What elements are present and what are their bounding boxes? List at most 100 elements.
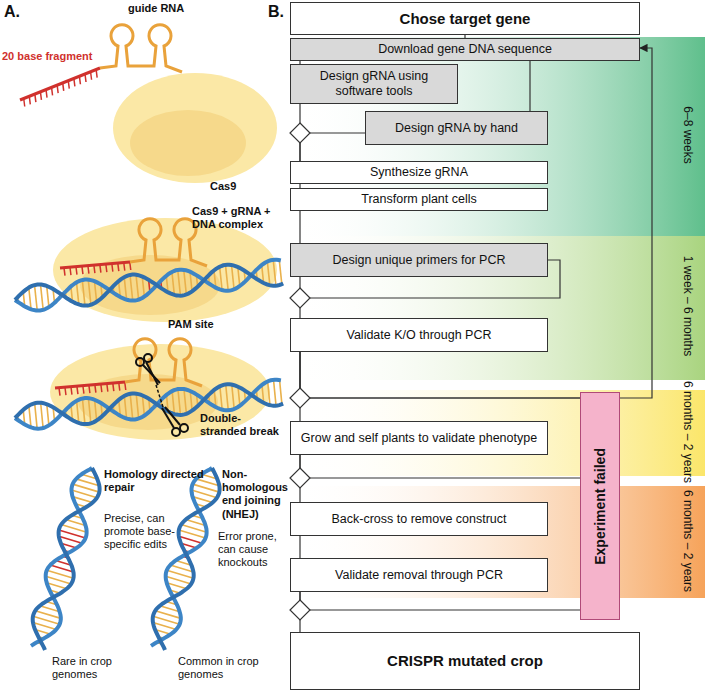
scissors xyxy=(136,354,188,436)
base-pair xyxy=(232,265,235,289)
rna-base xyxy=(91,72,92,80)
base-pair xyxy=(225,265,228,291)
base-pair xyxy=(184,389,186,414)
rna-base xyxy=(106,264,107,272)
annotation-label: Rare in crop genomes xyxy=(52,655,152,681)
annotation-label: Cas9 xyxy=(210,180,260,193)
rna-base xyxy=(52,87,53,95)
rna-base xyxy=(76,267,77,275)
base-pair xyxy=(220,267,222,290)
rna-base xyxy=(107,384,108,392)
base-pair xyxy=(29,288,31,310)
dna-strand xyxy=(31,468,92,646)
rna-base xyxy=(79,76,80,84)
decision-diamond xyxy=(290,123,310,143)
duration-label: 6–8 weeks xyxy=(681,106,695,163)
flow-connector xyxy=(299,536,300,558)
decision-diamond xyxy=(290,600,310,620)
decision-diamond xyxy=(290,288,310,308)
process-box: Validate removal through PCR xyxy=(290,558,548,592)
annotation-label: guide RNA xyxy=(128,2,208,15)
rna-base xyxy=(57,85,58,93)
annotation-label: B. xyxy=(268,2,290,21)
base-pair xyxy=(155,611,181,619)
band xyxy=(290,236,705,380)
rna-base xyxy=(77,386,78,394)
box-text: Design unique primers for PCR xyxy=(333,253,506,268)
dna-strand xyxy=(151,468,212,646)
rna-base xyxy=(70,267,71,275)
rna-base xyxy=(82,266,83,274)
base-pair xyxy=(184,270,187,295)
rna-base xyxy=(124,263,125,271)
rna-base xyxy=(85,74,86,82)
annotation-label: Precise, can promote base-specific edits xyxy=(104,512,204,552)
process-box: Design gRNA by hand xyxy=(365,111,548,145)
base-pair xyxy=(35,285,38,310)
base-pair xyxy=(77,401,79,423)
rna-base xyxy=(65,387,66,395)
rna-base xyxy=(29,96,30,104)
rna-base xyxy=(74,78,75,86)
rna-base xyxy=(83,386,84,394)
base-pair xyxy=(191,490,217,498)
box-text: Download gene DNA sequence xyxy=(378,42,552,57)
guide-rnas xyxy=(20,25,207,396)
base-pair xyxy=(178,389,181,415)
cas9-blob xyxy=(113,73,277,183)
rna-base xyxy=(94,265,95,273)
base-pair xyxy=(61,525,87,533)
dna-strand xyxy=(153,468,220,650)
flow-connector xyxy=(300,133,365,161)
duration-label: 1 week – 6 months xyxy=(681,256,695,357)
rna-base xyxy=(89,385,90,393)
annotation-label: Common in crop genomes xyxy=(178,655,283,681)
box-text: CRISPR mutated crop xyxy=(387,652,543,670)
base-pair xyxy=(220,386,222,409)
base-pair xyxy=(47,404,49,425)
base-pair xyxy=(267,262,269,286)
rna-base xyxy=(101,384,102,392)
failure-bar: Experiment failed xyxy=(580,392,620,620)
base-pair xyxy=(35,611,61,619)
rna-base xyxy=(59,388,60,396)
process-box: Back-cross to remove construct xyxy=(290,502,548,536)
process-box: Synthesize gRNA xyxy=(290,161,548,184)
base-pair xyxy=(41,403,43,428)
rna-base xyxy=(95,385,96,393)
box-text: Experiment failed xyxy=(592,448,609,565)
rna-base xyxy=(71,387,72,395)
base-pair xyxy=(82,280,85,306)
flow-connector xyxy=(299,211,300,243)
base-pair xyxy=(41,285,44,310)
rna-base xyxy=(113,383,114,391)
break-mark xyxy=(156,385,163,407)
process-box: Transform plant cells xyxy=(290,188,548,211)
base-pair xyxy=(47,286,49,307)
base-pair xyxy=(124,277,126,300)
rna-base xyxy=(96,70,97,78)
base-pair xyxy=(88,280,91,305)
annotation-label: A. xyxy=(4,2,44,21)
base-pair xyxy=(142,395,144,415)
box-text: Design gRNA using software tools xyxy=(297,69,451,99)
annotation-label: Homology directed repair xyxy=(104,468,204,494)
box-text: Chose target gene xyxy=(400,10,531,28)
rna-base xyxy=(100,265,101,273)
dna-helices xyxy=(15,260,283,650)
base-pair xyxy=(273,260,276,286)
base-pair xyxy=(136,275,139,300)
process-box: Chose target gene xyxy=(290,2,640,35)
flow-connector xyxy=(300,455,580,478)
base-pair xyxy=(280,380,282,404)
box-text: Validate K/O through PCR xyxy=(347,328,492,343)
dna-strand xyxy=(15,265,283,306)
rna-base xyxy=(68,81,69,89)
base-pair xyxy=(172,272,174,295)
process-box: Design unique primers for PCR xyxy=(290,243,548,277)
annotation-label: Cas9 + gRNA + DNA complex xyxy=(192,205,284,231)
base-pair xyxy=(226,384,229,410)
base-pair xyxy=(130,394,133,420)
process-box: Design gRNA using software tools xyxy=(290,64,458,104)
rna-base xyxy=(35,94,36,102)
